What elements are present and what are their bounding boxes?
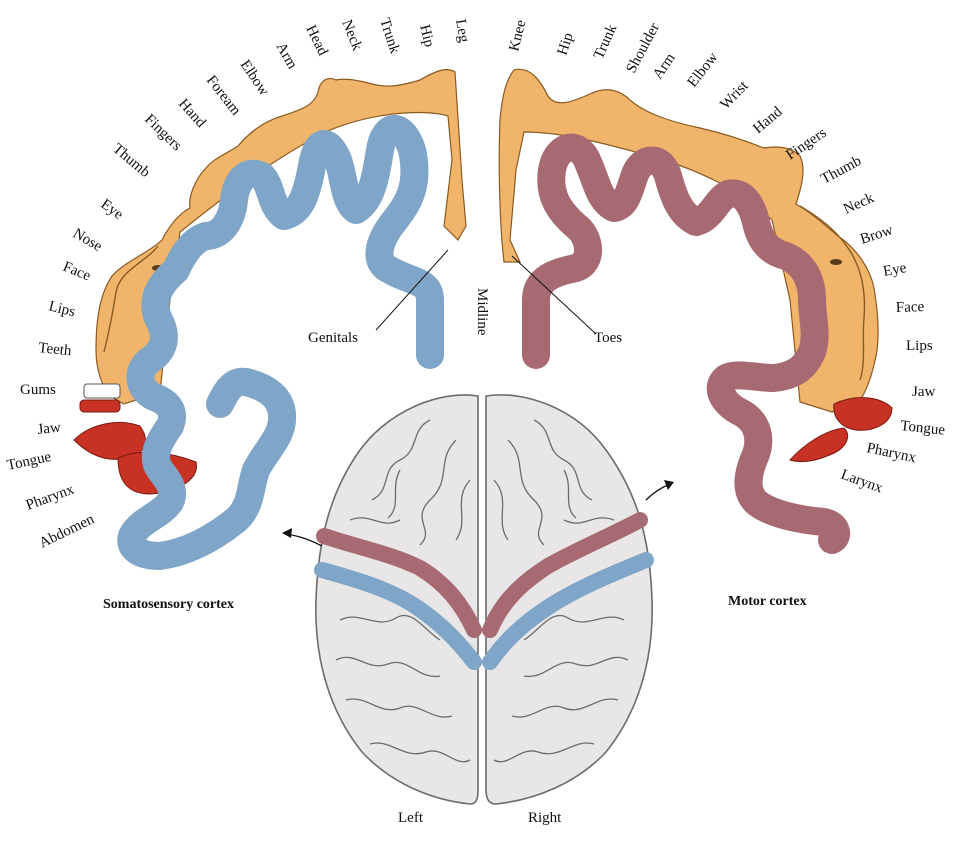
brain-gyri-left [335,419,471,763]
brain-gyri-right [493,419,629,763]
sensory-label-face: Face [61,259,94,285]
motor-label-trunk: Trunk [591,22,621,62]
brain-sensory-strip [314,552,654,670]
motor-label-pharynx: Pharynx [865,440,918,466]
motor-label-thumb: Thumb [818,153,864,187]
motor-label-brow: Brow [858,222,895,248]
motor-label-arm: Arm [650,50,679,82]
sensory-label-fingers: Fingers [141,111,185,154]
motor-homunculus [498,68,893,463]
sensory-label-foream: Foream [203,73,244,119]
sensory-label-lips: Lips [47,298,77,320]
toes-leader [511,255,597,335]
sensory-label-leg: Leg [452,18,472,44]
sensory-gums [79,399,121,413]
motor-label-wrist: Wrist [717,78,752,113]
sensory-label-thumb: Thumb [109,141,152,181]
arrow-to-sensory-head [282,528,292,538]
motor-label-neck: Neck [841,190,877,218]
motor-cortex-ribbon [522,133,851,554]
motor-label-larynx: Larynx [839,467,886,497]
motor-caption: Motor cortex [728,594,807,609]
sensory-face-profile [103,245,159,353]
motor-eye [830,259,842,265]
sensory-label-gums: Gums [20,382,56,398]
midline-label: Midline [474,288,490,336]
sensory-label-eye: Eye [98,196,127,223]
genitals-leader [375,249,449,331]
motor-label-jaw: Jaw [912,384,935,400]
motor-label-lips: Lips [906,338,933,354]
toes-label: Toes [594,330,622,346]
sensory-label-pharynx: Pharynx [24,481,77,513]
motor-tongue [833,397,893,431]
arrow-to-motor [645,483,671,501]
sensory-label-hand: Hand [175,96,209,131]
sensory-label-arm: Arm [273,40,301,72]
brain-top-view [314,394,654,805]
motor-label-tongue: Tongue [900,418,947,439]
sensory-label-hip: Hip [416,23,437,49]
motor-label-face: Face [896,299,925,316]
sensory-label-jaw: Jaw [37,420,62,438]
connector-arrows [282,249,674,547]
motor-label-fingers: Fingers [783,125,829,164]
arrow-to-motor-head [664,480,674,490]
sensory-label-tongue: Tongue [6,449,53,474]
motor-label-hip: Hip [555,31,577,57]
motor-label-hand: Hand [750,104,786,137]
brain-motor-strip [316,512,648,638]
sensory-teeth [83,383,121,399]
motor-label-knee: Knee [506,18,529,53]
motor-label-elbow: Elbow [685,50,722,91]
genitals-label: Genitals [308,330,358,346]
sensory-label-abdomen: Abdomen [37,511,98,552]
sensory-label-nose: Nose [70,226,105,255]
sensory-label-neck: Neck [338,18,365,54]
sensory-label-teeth: Teeth [38,340,73,359]
motor-pharynx [789,427,848,463]
motor-face-profile [799,205,866,381]
motor-label-eye: Eye [882,260,908,280]
sensory-label-elbow: Elbow [237,57,272,99]
right-label: Right [528,810,562,826]
sensory-cortex-ribbon [117,115,444,570]
sensory-label-head: Head [302,23,330,59]
sensory-label-trunk: Trunk [376,16,403,56]
sensory-caption: Somatosensory cortex [103,597,234,612]
left-label: Left [398,810,424,826]
motor-homunculus-body [498,68,879,413]
